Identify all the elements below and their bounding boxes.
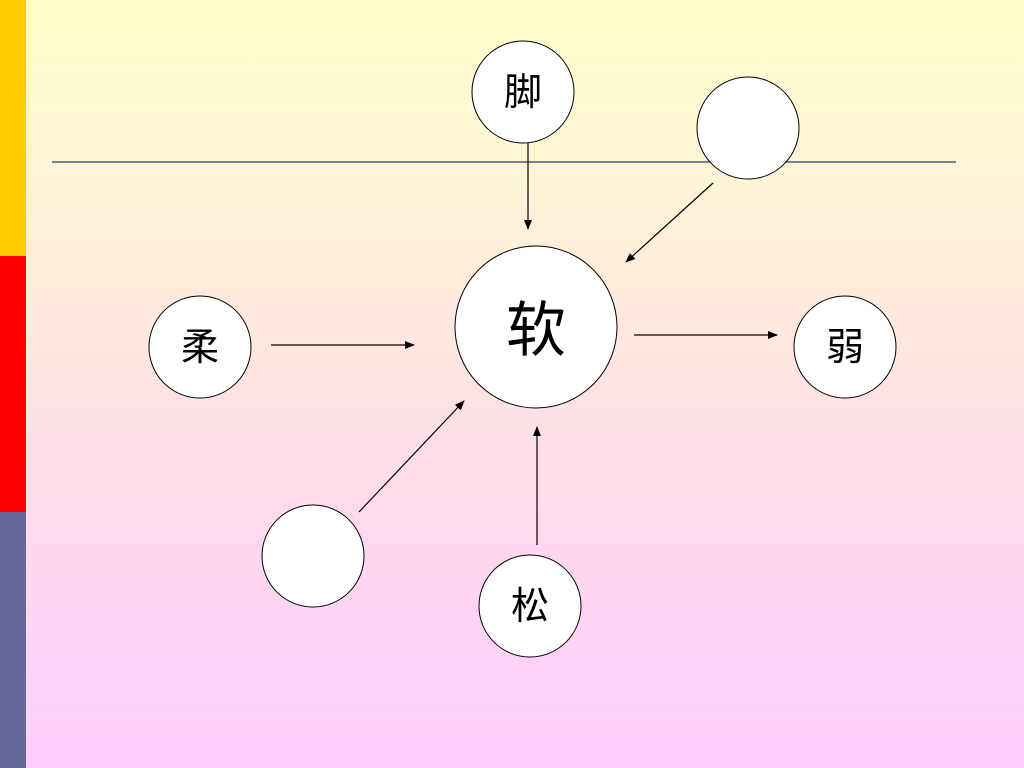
node-right: 弱 bbox=[793, 295, 897, 399]
node-right-label: 弱 bbox=[826, 325, 864, 369]
node-top-right-blank bbox=[696, 76, 800, 180]
arrow-bottom-left-to-center bbox=[358, 400, 465, 513]
node-left-label: 柔 bbox=[181, 325, 219, 369]
node-bottom-left-blank bbox=[261, 504, 365, 608]
side-bar-slate bbox=[0, 512, 26, 768]
node-left: 柔 bbox=[148, 295, 252, 399]
node-top: 脚 bbox=[471, 40, 575, 144]
side-bar-yellow bbox=[0, 0, 26, 256]
node-center: 软 bbox=[454, 245, 618, 409]
node-center-label: 软 bbox=[506, 296, 566, 366]
arrow-top-right-to-center bbox=[625, 182, 714, 263]
side-bar-red bbox=[0, 256, 26, 512]
node-bottom: 松 bbox=[478, 554, 582, 658]
node-top-label: 脚 bbox=[504, 70, 542, 114]
node-bottom-label: 松 bbox=[511, 584, 549, 628]
